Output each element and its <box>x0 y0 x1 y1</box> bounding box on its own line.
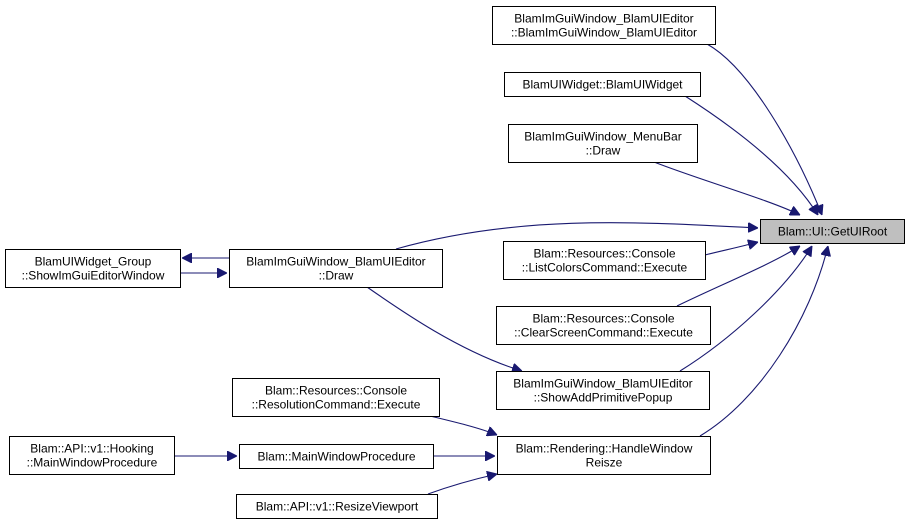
edge-editor_draw-to-addprimitive <box>366 286 522 371</box>
node-resizeviewport[interactable]: Blam::API::v1::ResizeViewport <box>236 494 438 519</box>
node-resolution[interactable]: Blam::Resources::Console::ResolutionComm… <box>232 378 440 417</box>
edge-ctor_editor-to-root <box>706 43 822 215</box>
node-label-line: Blam::UI::GetUIRoot <box>778 225 888 239</box>
edge-ctor_widget-to-root <box>684 95 818 215</box>
node-label-line: Blam::Resources::Console <box>532 312 674 326</box>
node-root[interactable]: Blam::UI::GetUIRoot <box>760 219 905 244</box>
edge-resizeviewport-to-handleresize <box>427 474 497 495</box>
node-listcolors[interactable]: Blam::Resources::Console::ListColorsComm… <box>503 241 706 280</box>
node-label-line: Blam::Resources::Console <box>265 384 407 398</box>
node-label-line: BlamImGuiWindow_MenuBar <box>524 130 681 144</box>
node-label-line: ::ResolutionCommand::Execute <box>252 398 421 412</box>
node-label-line: BlamImGuiWindow_BlamUIEditor <box>513 377 692 391</box>
edge-menubar_draw-to-root <box>653 161 800 215</box>
node-label-line: ::BlamImGuiWindow_BlamUIEditor <box>511 26 697 40</box>
node-api_hooking[interactable]: Blam::API::v1::Hooking::MainWindowProced… <box>9 436 175 475</box>
node-addprimitive[interactable]: BlamImGuiWindow_BlamUIEditor::ShowAddPri… <box>496 371 710 410</box>
node-label-line: BlamUIWidget_Group <box>35 255 152 269</box>
node-label-line: BlamImGuiWindow_BlamUIEditor <box>514 12 693 26</box>
node-box <box>508 124 698 163</box>
edge-resolution-to-handleresize <box>429 415 497 435</box>
node-label-line: ::Draw <box>319 269 354 283</box>
node-label-line: ::MainWindowProcedure <box>27 456 158 470</box>
node-menubar_draw[interactable]: BlamImGuiWindow_MenuBar::Draw <box>508 124 698 163</box>
node-label-line: Blam::API::v1::Hooking <box>30 442 153 456</box>
node-box <box>9 436 175 475</box>
edge-handleresize-to-root <box>699 246 828 437</box>
node-label-line: Blam::Rendering::HandleWindow <box>516 442 693 456</box>
node-box <box>239 444 434 469</box>
node-label-line: ::Draw <box>586 144 621 158</box>
node-box <box>497 436 711 475</box>
node-clearscreen[interactable]: Blam::Resources::Console::ClearScreenCom… <box>496 306 711 345</box>
node-label-line: Blam::API::v1::ResizeViewport <box>256 500 419 514</box>
node-label-line: Blam::Resources::Console <box>533 247 675 261</box>
node-label-line: ::ShowImGuiEditorWindow <box>22 269 165 283</box>
node-box <box>504 72 701 97</box>
node-editor_draw[interactable]: BlamImGuiWindow_BlamUIEditor::Draw <box>229 249 443 288</box>
node-label-line: ::ListColorsCommand::Execute <box>522 261 688 275</box>
node-box <box>496 306 711 345</box>
node-box <box>5 249 181 288</box>
node-box <box>492 6 716 45</box>
node-mainwndproc[interactable]: Blam::MainWindowProcedure <box>239 444 434 469</box>
node-box <box>232 378 440 417</box>
node-box <box>760 219 905 244</box>
edges <box>174 43 828 495</box>
node-label-line: Reisze <box>586 456 623 470</box>
node-label-line: Blam::MainWindowProcedure <box>257 450 415 464</box>
node-label-line: BlamImGuiWindow_BlamUIEditor <box>246 255 425 269</box>
node-label-line: ::ShowAddPrimitivePopup <box>534 391 673 405</box>
node-box <box>503 241 706 280</box>
node-box <box>236 494 438 519</box>
node-label-line: BlamUIWidget::BlamUIWidget <box>522 78 683 92</box>
node-box <box>229 249 443 288</box>
edge-clearscreen-to-root <box>676 246 800 307</box>
edge-listcolors-to-root <box>704 242 758 256</box>
node-box <box>496 371 710 410</box>
node-widget_group[interactable]: BlamUIWidget_Group::ShowImGuiEditorWindo… <box>5 249 181 288</box>
node-ctor_editor[interactable]: BlamImGuiWindow_BlamUIEditor::BlamImGuiW… <box>492 6 716 45</box>
node-ctor_widget[interactable]: BlamUIWidget::BlamUIWidget <box>504 72 701 97</box>
edge-addprimitive-to-root <box>679 246 812 372</box>
edge-editor_draw-to-root <box>395 222 758 250</box>
node-label-line: ::ClearScreenCommand::Execute <box>514 326 693 340</box>
nodes: Blam::UI::GetUIRootBlamImGuiWindow_BlamU… <box>5 6 905 519</box>
